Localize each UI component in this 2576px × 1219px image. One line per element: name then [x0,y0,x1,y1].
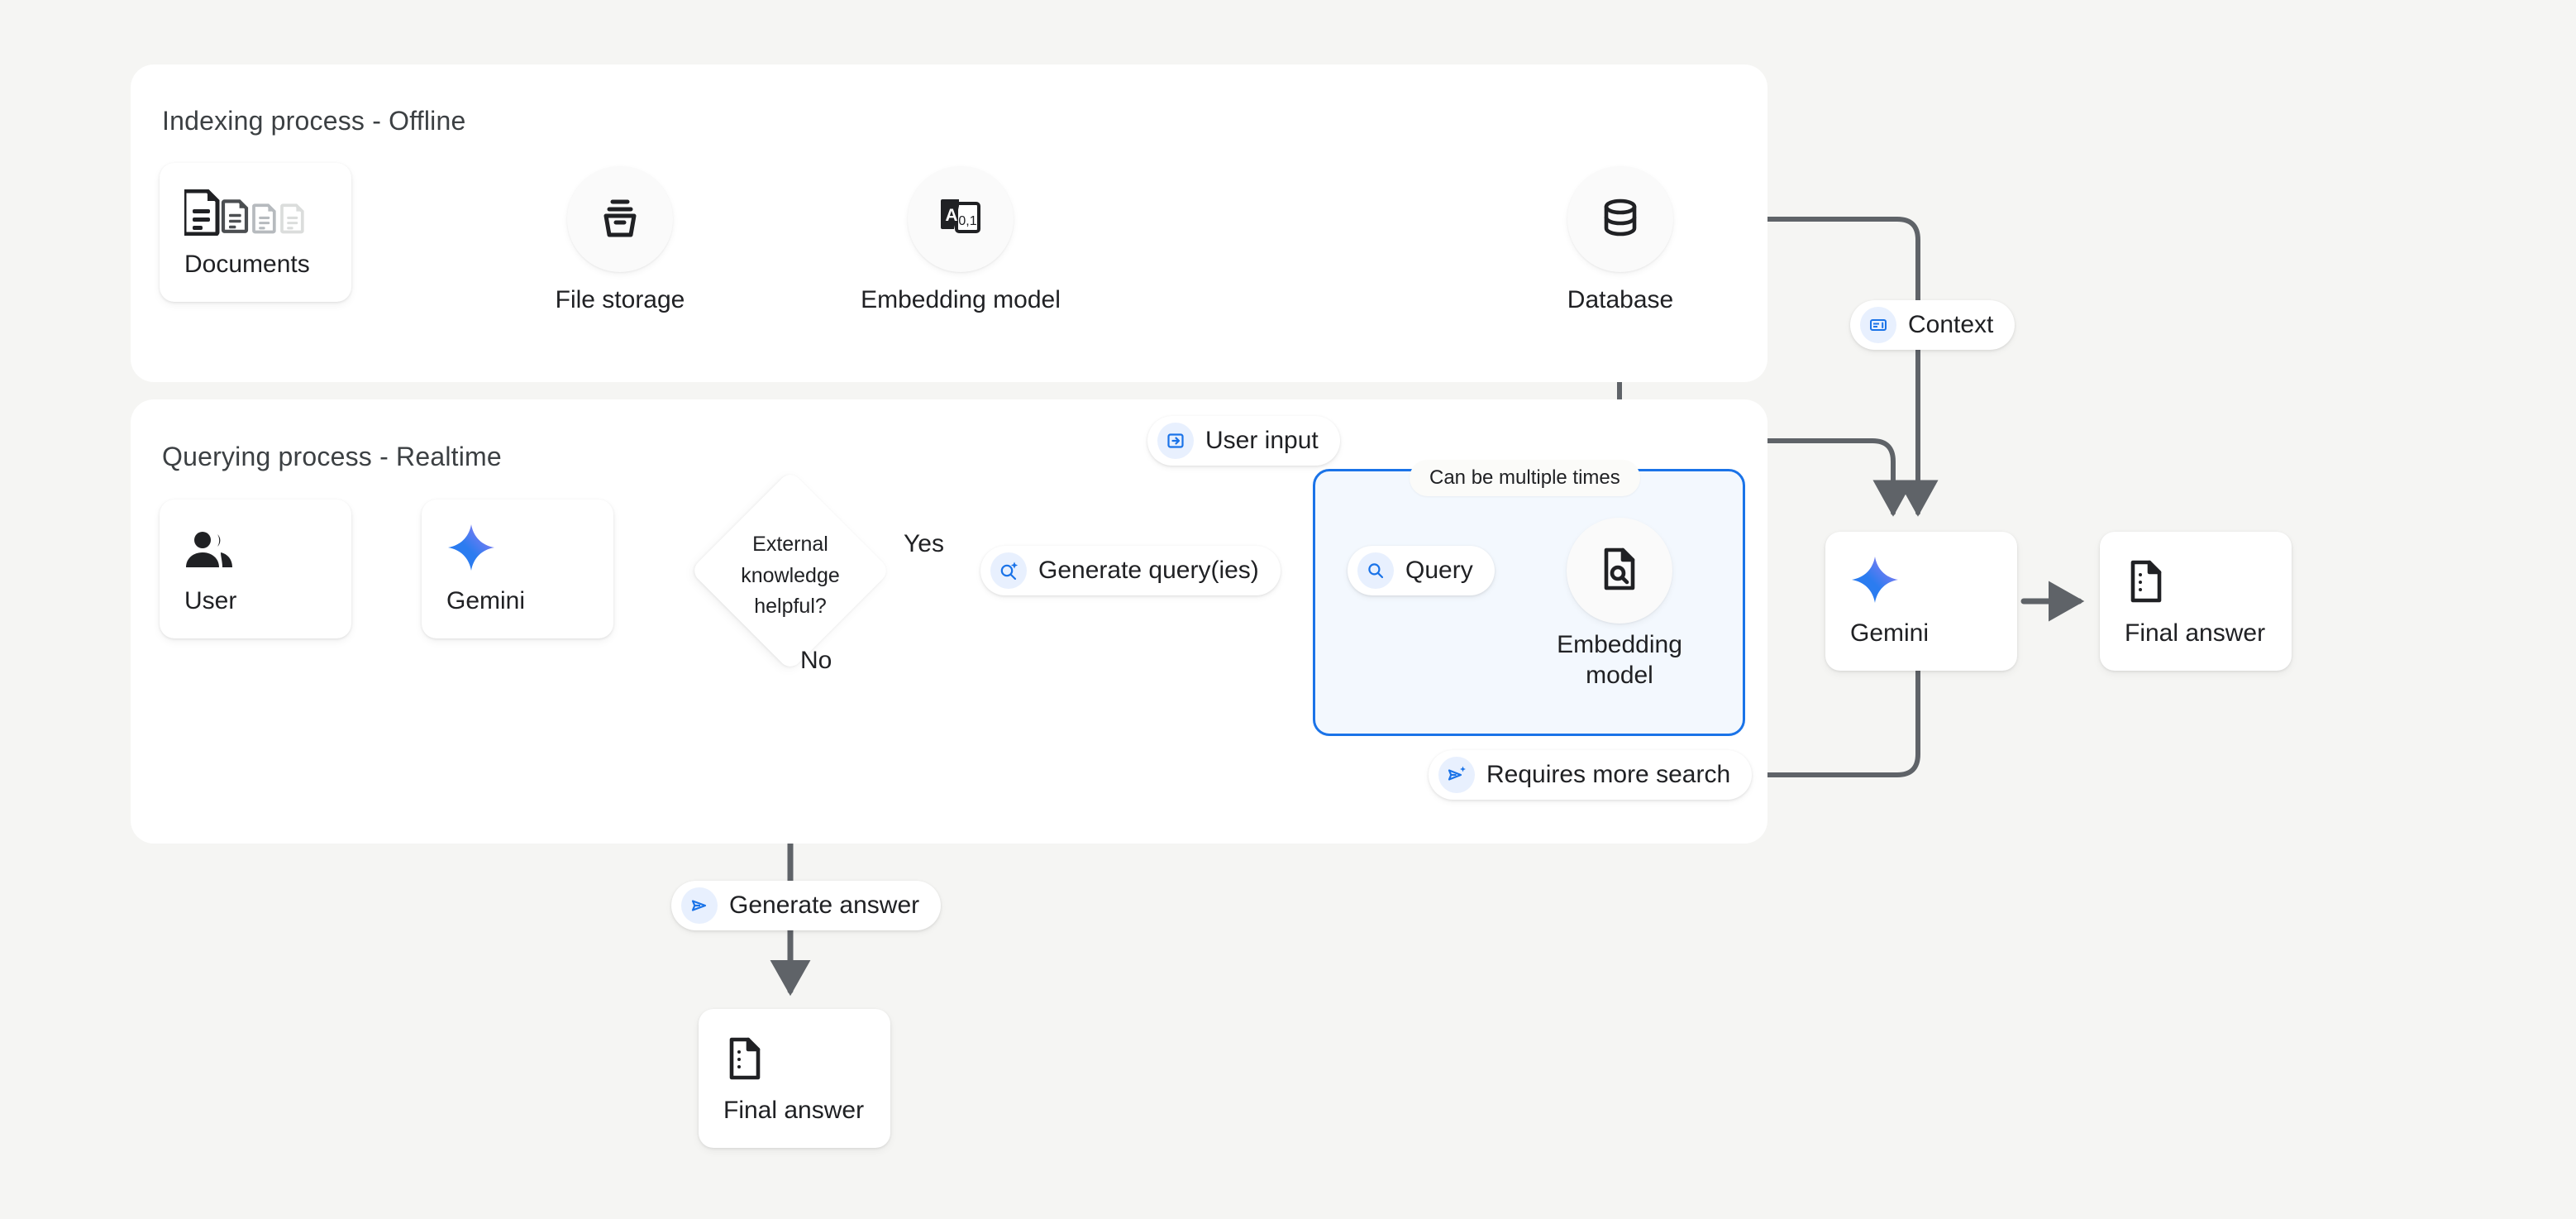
document-search-icon [1598,546,1641,596]
edge-label-no: No [800,647,832,674]
node-database[interactable] [1567,166,1673,272]
pill-generate-answer[interactable]: Generate answer [671,881,942,930]
search-sparkle-icon [990,552,1027,589]
node-embedding-model-indexing[interactable]: 0,1 A [908,166,1014,272]
node-database-label: Database [1567,286,1674,313]
pill-generate-queries-label: Generate query(ies) [1038,557,1259,584]
translate-document-icon: 0,1 A [936,194,985,245]
article-document-icon [2125,555,2292,605]
node-embedding-model-query[interactable] [1567,518,1672,624]
node-final-answer-right-label: Final answer [2125,619,2266,647]
pill-requires-more-search[interactable]: Requires more search [1429,750,1753,800]
node-decision-label: External knowledge helpful? [741,533,840,618]
pill-user-input-label: User input [1205,427,1319,454]
user-group-icon [184,523,351,572]
pill-can-be-multiple-times: Can be multiple times [1410,460,1640,496]
pill-requires-more-search-label: Requires more search [1486,761,1731,788]
pill-generate-answer-label: Generate answer [729,892,920,919]
node-final-answer-right[interactable]: Final answer [2100,532,2292,671]
svg-text:A: A [945,206,957,225]
node-file-storage-label: File storage [555,286,685,313]
archive-box-icon [597,194,643,245]
documents-stack-icon [184,186,351,236]
pill-context-label: Context [1908,311,1994,338]
svg-text:0,1: 0,1 [958,214,976,228]
database-cylinder-icon [1598,194,1643,245]
querying-panel-title: Querying process - Realtime [162,442,502,471]
node-file-storage[interactable] [567,166,673,272]
retrieval-loop-box [1313,469,1745,736]
send-sparkle-icon [1438,757,1475,793]
pill-query-label: Query [1405,557,1473,584]
search-icon [1357,552,1394,589]
gemini-sparkle-icon [1850,555,2017,605]
pill-user-input[interactable]: User input [1147,416,1340,466]
article-document-icon [723,1032,890,1082]
node-gemini-second-label: Gemini [1850,619,1930,647]
node-documents[interactable]: Documents [160,163,351,302]
send-icon [681,887,718,924]
node-gemini-second[interactable]: Gemini [1825,532,2017,671]
node-gemini-first[interactable]: Gemini [422,500,613,638]
node-documents-label: Documents [184,251,310,278]
node-embedding-model-indexing-label: Embedding model [861,286,1061,313]
indexing-panel-title: Indexing process - Offline [162,106,466,136]
edge-label-yes: Yes [904,530,944,557]
node-embedding-model-query-label: Embedding model [1557,631,1682,689]
pill-query[interactable]: Query [1348,546,1495,595]
node-final-answer-bottom[interactable]: Final answer [699,1009,890,1148]
node-final-answer-bottom-label: Final answer [723,1097,865,1124]
pill-context[interactable]: Context [1850,300,2015,350]
node-user[interactable]: User [160,500,351,638]
input-arrow-icon [1157,423,1194,459]
node-user-label: User [184,587,237,614]
pill-generate-queries[interactable]: Generate query(ies) [980,546,1281,595]
context-panel-icon [1860,307,1896,343]
gemini-sparkle-icon [446,523,613,572]
node-gemini-first-label: Gemini [446,587,526,614]
